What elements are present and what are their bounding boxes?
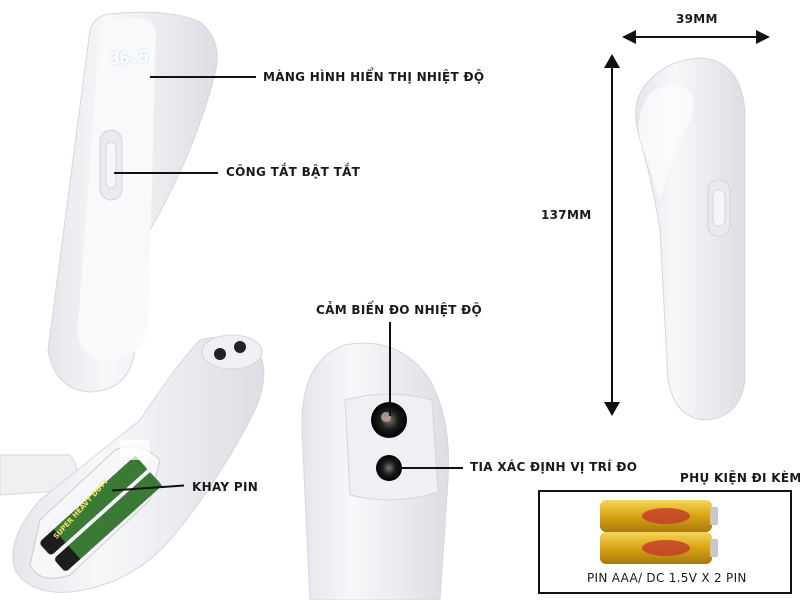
label-battery-tray: KHAY PIN [192, 480, 259, 494]
thermometer-front [47, 11, 218, 393]
accessory-batteries [600, 500, 718, 564]
label-display: MÀNG HÌNH HIỂN THỊ NHIỆT ĐỘ [263, 70, 485, 84]
callout-line-switch [114, 172, 218, 174]
label-laser: TIA XÁC ĐỊNH VỊ TRÍ ĐO [470, 460, 638, 474]
label-battery-spec: PIN AAA/ DC 1.5V X 2 PIN [587, 571, 747, 585]
label-accessories: PHỤ KIỆN ĐI KÈM [680, 471, 800, 485]
label-width: 39MM [676, 12, 718, 26]
label-height: 137MM [541, 208, 592, 222]
dimension-arrows [604, 30, 770, 416]
thermometer-battery-view [0, 334, 265, 593]
callout-line-laser [395, 467, 463, 469]
callout-line-sensor [389, 322, 391, 416]
label-sensor: CẢM BIẾN ĐO NHIỆT ĐỘ [316, 303, 483, 317]
thermometer-sensor-head [301, 342, 450, 600]
display-reading: 36.5 [109, 46, 150, 69]
accessory-box [538, 490, 792, 594]
thermometer-side [635, 57, 746, 421]
label-switch: CÔNG TẮT BẬT TẮT [226, 165, 361, 179]
callout-line-display [150, 76, 256, 78]
